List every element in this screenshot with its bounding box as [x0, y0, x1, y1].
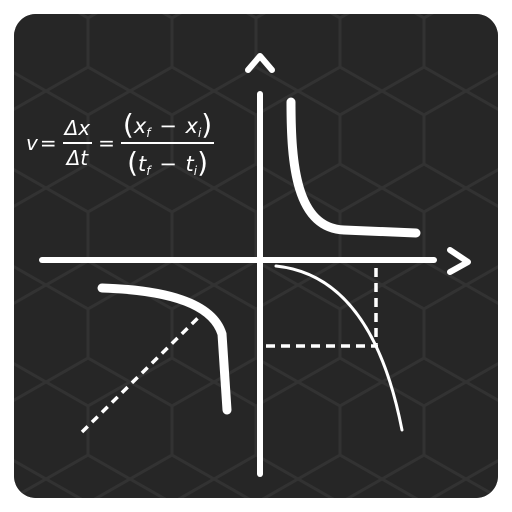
- formula-equals-1: =: [39, 131, 57, 155]
- graph-diagram: [14, 14, 498, 498]
- arrow-up-icon: [245, 53, 275, 73]
- dashed-tangent-line: [80, 310, 206, 434]
- fraction-bar: [62, 142, 93, 144]
- fraction-delta-numerator: Δx: [64, 116, 91, 140]
- formula-equals-2: =: [98, 131, 115, 155]
- sub-f: f: [146, 164, 151, 178]
- sub-i: i: [193, 164, 198, 178]
- position-curve: [274, 264, 404, 432]
- minus-sign: −: [159, 152, 177, 176]
- formula-lhs: v: [26, 131, 38, 155]
- fraction-bar: [120, 142, 215, 144]
- minus-sign: −: [159, 114, 177, 138]
- var-t: t: [138, 152, 147, 176]
- paren-close: ): [201, 108, 213, 141]
- arrow-right-icon: [447, 247, 471, 275]
- fraction-difference-denominator: (tf − ti): [125, 146, 210, 179]
- sub-f: f: [146, 126, 151, 140]
- sub-i: i: [197, 126, 202, 140]
- paren-open: (: [122, 108, 134, 141]
- chalkboard: v = Δx Δt = (xf − xi) (tf − ti): [14, 14, 498, 498]
- paren-close: ): [197, 146, 209, 179]
- hyperbola-upper-right: [286, 97, 421, 238]
- velocity-formula: v = Δx Δt = (xf − xi) (tf − ti): [26, 108, 218, 179]
- var-x: x: [185, 114, 198, 138]
- fraction-difference: (xf − xi) (tf − ti): [120, 108, 215, 179]
- hyperbola-lower-left: [97, 283, 232, 415]
- var-x: x: [133, 114, 147, 138]
- fraction-delta-denominator: Δt: [66, 146, 89, 170]
- fraction-delta: Δx Δt: [62, 116, 93, 170]
- var-t: t: [185, 152, 194, 176]
- fraction-difference-numerator: (xf − xi): [121, 108, 214, 141]
- paren-open: (: [127, 146, 139, 179]
